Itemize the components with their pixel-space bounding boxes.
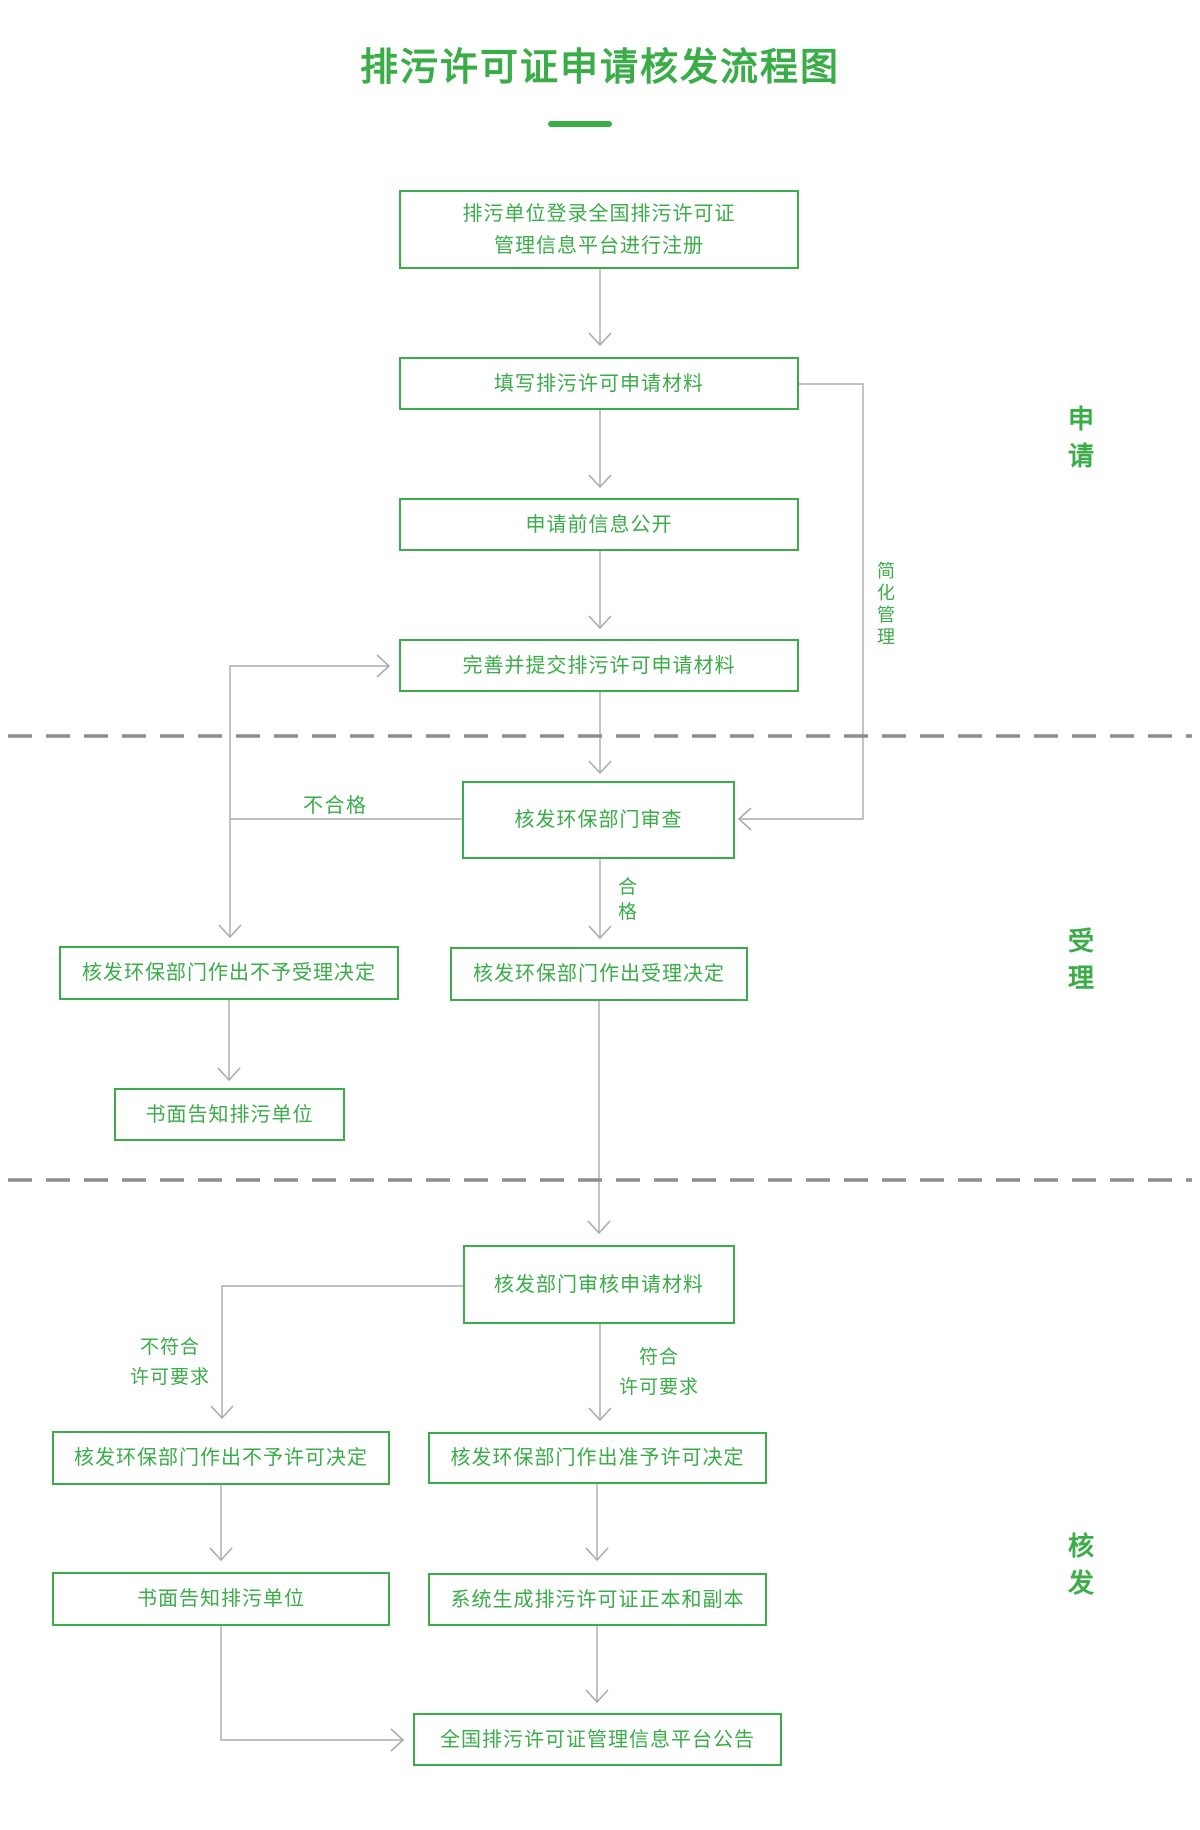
connector-arrows [209,269,864,1752]
node-pre-application-disclosure: 申请前信息公开 [399,498,799,551]
node-written-notice-2: 书面告知排污单位 [52,1572,390,1626]
edge-notify2-to-announce [220,1626,405,1752]
label-meet-requirements: 符合 许可要求 [613,1343,705,1403]
node-grant-permit-decision: 核发环保部门作出准予许可决定 [428,1432,767,1484]
section-label-issue: 核发 [1067,1531,1094,1598]
node-written-notice-1: 书面告知排污单位 [114,1088,345,1141]
section-label-accept: 受理 [1067,926,1094,993]
node-accept-decision: 核发环保部门作出受理决定 [450,947,748,1001]
page-title: 排污许可证申请核发流程图 [359,47,840,89]
section-label-apply: 申请 [1067,404,1094,471]
node-review: 核发环保部门审查 [462,781,735,859]
label-simplified-management: 简化管理 [877,561,895,647]
node-deny-permit-decision: 核发环保部门作出不予许可决定 [52,1431,390,1485]
node-register-line2: 管理信息平台进行注册 [494,234,704,257]
node-fill-application: 填写排污许可申请材料 [399,357,799,410]
label-pass: 合格 [618,877,638,923]
node-register: 排污单位登录全国排污许可证 管理信息平台进行注册 [399,190,799,269]
node-complete-and-submit: 完善并提交排污许可申请材料 [399,639,799,692]
node-not-accept-decision: 核发环保部门作出不予受理决定 [59,946,399,1000]
node-platform-announcement: 全国排污许可证管理信息平台公告 [413,1713,782,1766]
node-register-line1: 排污单位登录全国排污许可证 [462,202,736,225]
label-not-meet-line1: 不符合 [139,1337,200,1358]
node-generate-certificate: 系统生成排污许可证正本和副本 [428,1573,767,1626]
label-not-meet-line2: 许可要求 [129,1367,210,1388]
label-not-meet-requirements: 不符合 许可要求 [124,1333,216,1393]
node-verify-materials: 核发部门审核申请材料 [463,1245,735,1324]
edge-verify-to-deny [210,1285,463,1420]
label-meet-line1: 符合 [638,1347,679,1368]
label-meet-line2: 许可要求 [618,1377,699,1398]
title-underline [548,121,612,127]
label-fail: 不合格 [303,795,368,817]
edge-simplified-management [737,383,864,831]
